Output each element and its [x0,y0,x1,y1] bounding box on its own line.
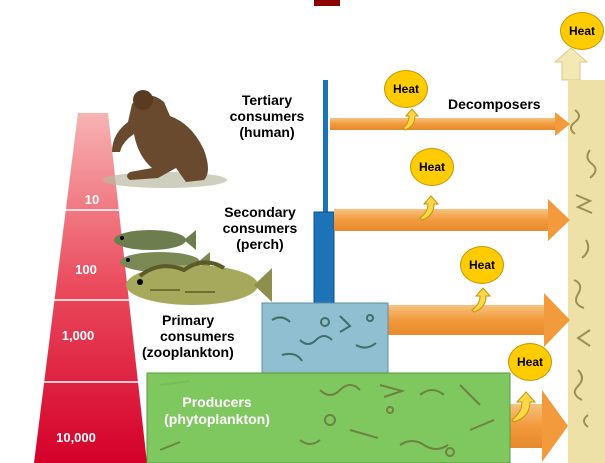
label-secondary-line-2: consumers [200,220,320,236]
pyramid-level-100: 100 [46,262,126,277]
heat-bubble-primary: Heat [460,246,504,284]
heat-bubble-secondary: Heat [410,148,454,186]
arrow-tertiary [330,112,570,136]
label-secondary-line-1: Secondary [200,204,320,220]
label-decomposers: Decomposers [448,96,541,112]
heat-bubble-tertiary: Heat [384,70,428,108]
pyramid-level-10000: 10,000 [36,430,116,445]
pyramid-level-1000: 1,000 [38,328,118,343]
label-primary-line-3: (zooplankton) [140,344,266,360]
heat-bubble-top: Heat [560,12,604,50]
decomposer-bar [555,48,605,463]
label-primary-line-1: Primary [140,312,266,328]
heat-bubble-producers: Heat [508,343,552,381]
label-primary-consumers: Primary consumers (zooplankton) [140,312,266,360]
zooplankton-image [262,303,388,373]
title-fragment [314,0,340,6]
label-tertiary-line-2: consumers [212,108,322,124]
label-secondary-line-3: (perch) [200,236,320,252]
label-tertiary-line-3: (human) [212,124,322,140]
label-tertiary-line-1: Tertiary [212,92,322,108]
arrow-secondary [334,199,570,241]
pyramid-level-10: 10 [52,192,132,207]
label-producers-line-1: Producers [152,394,282,411]
label-producers: Producers (phytoplankton) [152,394,282,428]
energy-column-thin [323,80,328,215]
label-secondary-consumers: Secondary consumers (perch) [200,204,320,252]
label-primary-line-2: consumers [140,328,266,344]
human-figure-image [103,90,227,188]
label-producers-line-2: (phytoplankton) [152,411,282,428]
label-tertiary-consumers: Tertiary consumers (human) [212,92,322,140]
